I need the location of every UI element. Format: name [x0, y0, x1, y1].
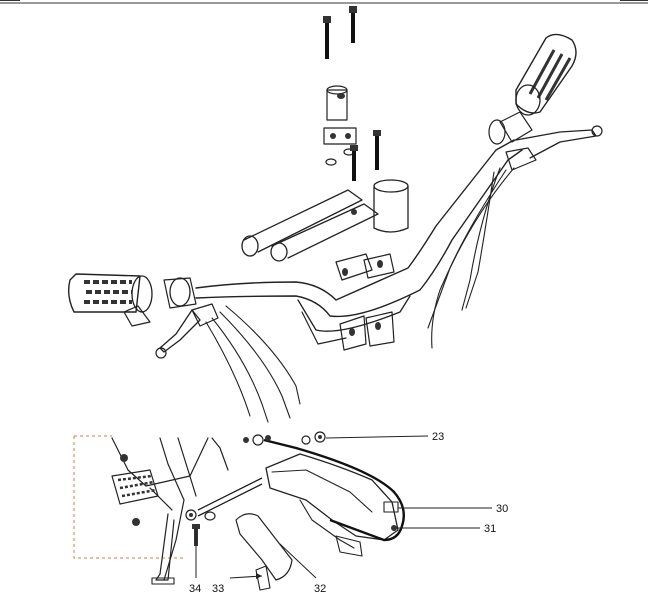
left-control-cables	[205, 305, 301, 423]
side-stand	[151, 513, 175, 585]
chain-loop	[263, 438, 405, 542]
top-bolt-left	[323, 16, 331, 59]
bar-clamp-stack	[323, 85, 357, 166]
callout-23: 23	[432, 431, 444, 443]
crossbar-pad	[241, 189, 379, 262]
pivot-bolt	[185, 477, 263, 521]
lower-clamps	[335, 253, 395, 351]
callout-31: 31	[484, 523, 496, 535]
footpeg	[111, 454, 159, 526]
handlebar-main	[195, 139, 523, 345]
frame-detail	[73, 431, 405, 591]
handlebar-assembly	[67, 6, 603, 423]
right-grip	[488, 33, 577, 145]
callout-30: 30	[496, 503, 508, 515]
callout-34: 34	[189, 583, 201, 595]
riser-bolt-middle	[350, 145, 358, 181]
swingarm	[265, 453, 399, 557]
right-brake-lever	[505, 125, 603, 171]
left-clutch-lever	[155, 303, 219, 359]
right-control-cables	[427, 167, 515, 349]
riser-bolt-right	[373, 130, 381, 170]
top-bolt-right	[349, 6, 357, 43]
callouts: 23 30 31 32 33 34	[189, 431, 508, 595]
chain-guard	[235, 513, 293, 591]
left-grip	[67, 273, 197, 327]
frame-boundary-dashed	[73, 436, 184, 559]
riser-tube	[373, 179, 409, 233]
callout-32: 32	[314, 583, 326, 595]
top-fasteners	[243, 431, 326, 446]
callout-33: 33	[212, 583, 224, 595]
